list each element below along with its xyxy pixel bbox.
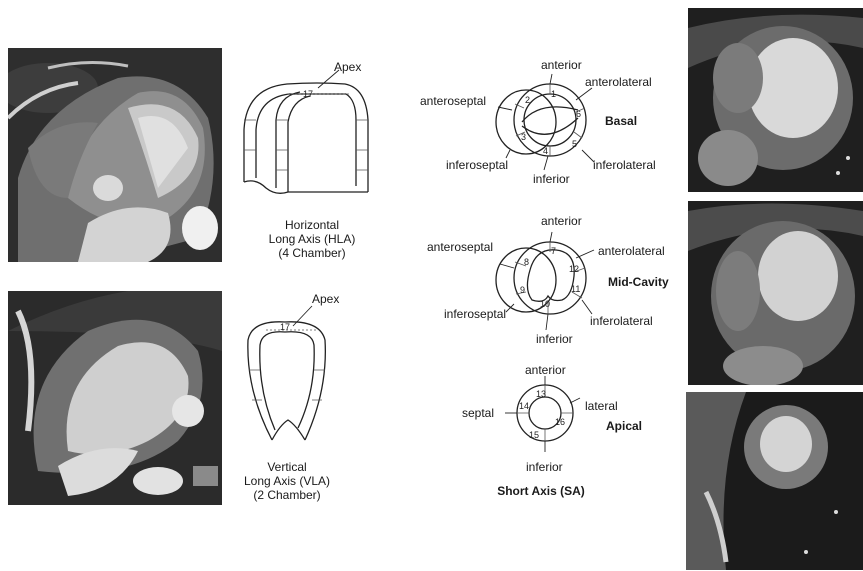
basal-anterior-label: anterior <box>541 58 582 72</box>
mid-title: Mid-Cavity <box>608 275 669 289</box>
mid-inferoseptal-label: inferoseptal <box>444 307 506 321</box>
svg-text:17: 17 <box>303 89 313 99</box>
vla-long-axis-sketch: 17 <box>248 306 325 440</box>
svg-text:10: 10 <box>540 299 550 309</box>
vla-apex-label: Apex <box>312 292 339 306</box>
svg-text:1: 1 <box>551 89 556 99</box>
svg-text:9: 9 <box>520 285 525 295</box>
mid-inferolateral-label: inferolateral <box>590 314 653 328</box>
vla-caption-line-1: Vertical <box>267 460 306 474</box>
hla-caption-line-3: (4 Chamber) <box>278 246 345 260</box>
basal-anteroseptal-label: anteroseptal <box>420 94 486 108</box>
svg-text:6: 6 <box>576 109 581 119</box>
basal-anterolateral-label: anterolateral <box>585 75 652 89</box>
svg-text:7: 7 <box>551 246 556 256</box>
hla-long-axis-sketch: 17 <box>244 70 368 193</box>
hla-caption-line-1: Horizontal <box>285 218 339 232</box>
svg-text:15: 15 <box>529 430 539 440</box>
mid-anteroseptal-label: anteroseptal <box>427 240 493 254</box>
svg-text:12: 12 <box>569 264 579 274</box>
basal-title: Basal <box>605 114 637 128</box>
apical-anterior-label: anterior <box>525 363 566 377</box>
basal-ring-diagram: 1 2 3 4 5 6 <box>496 74 594 170</box>
svg-text:4: 4 <box>543 146 548 156</box>
apical-ring-diagram: 13 14 15 16 <box>505 376 580 452</box>
hla-apex-label: Apex <box>334 60 361 74</box>
svg-text:8: 8 <box>524 257 529 267</box>
svg-text:5: 5 <box>572 139 577 149</box>
svg-text:14: 14 <box>519 401 529 411</box>
apical-lateral-label: lateral <box>585 399 618 413</box>
mid-inferior-label: inferior <box>536 332 573 346</box>
svg-text:17: 17 <box>280 322 290 332</box>
short-axis-caption: Short Axis (SA) <box>497 484 585 498</box>
svg-text:11: 11 <box>571 284 580 294</box>
vla-caption-line-2: Long Axis (VLA) <box>244 474 330 488</box>
basal-inferolateral-label: inferolateral <box>593 158 656 172</box>
apical-title: Apical <box>606 419 642 433</box>
mid-anterior-label: anterior <box>541 214 582 228</box>
svg-text:16: 16 <box>555 417 565 427</box>
mid-cavity-ring-diagram: 7 8 9 10 11 12 <box>496 232 594 330</box>
hla-caption-line-2: Long Axis (HLA) <box>269 232 356 246</box>
apical-septal-label: septal <box>462 406 494 420</box>
svg-text:2: 2 <box>525 95 530 105</box>
svg-text:13: 13 <box>536 389 546 399</box>
basal-inferoseptal-label: inferoseptal <box>446 158 508 172</box>
mid-anterolateral-label: anterolateral <box>598 244 665 258</box>
apical-inferior-label: inferior <box>526 460 563 474</box>
vla-caption-line-3: (2 Chamber) <box>253 488 320 502</box>
basal-inferior-label: inferior <box>533 172 570 186</box>
svg-text:3: 3 <box>521 132 526 142</box>
